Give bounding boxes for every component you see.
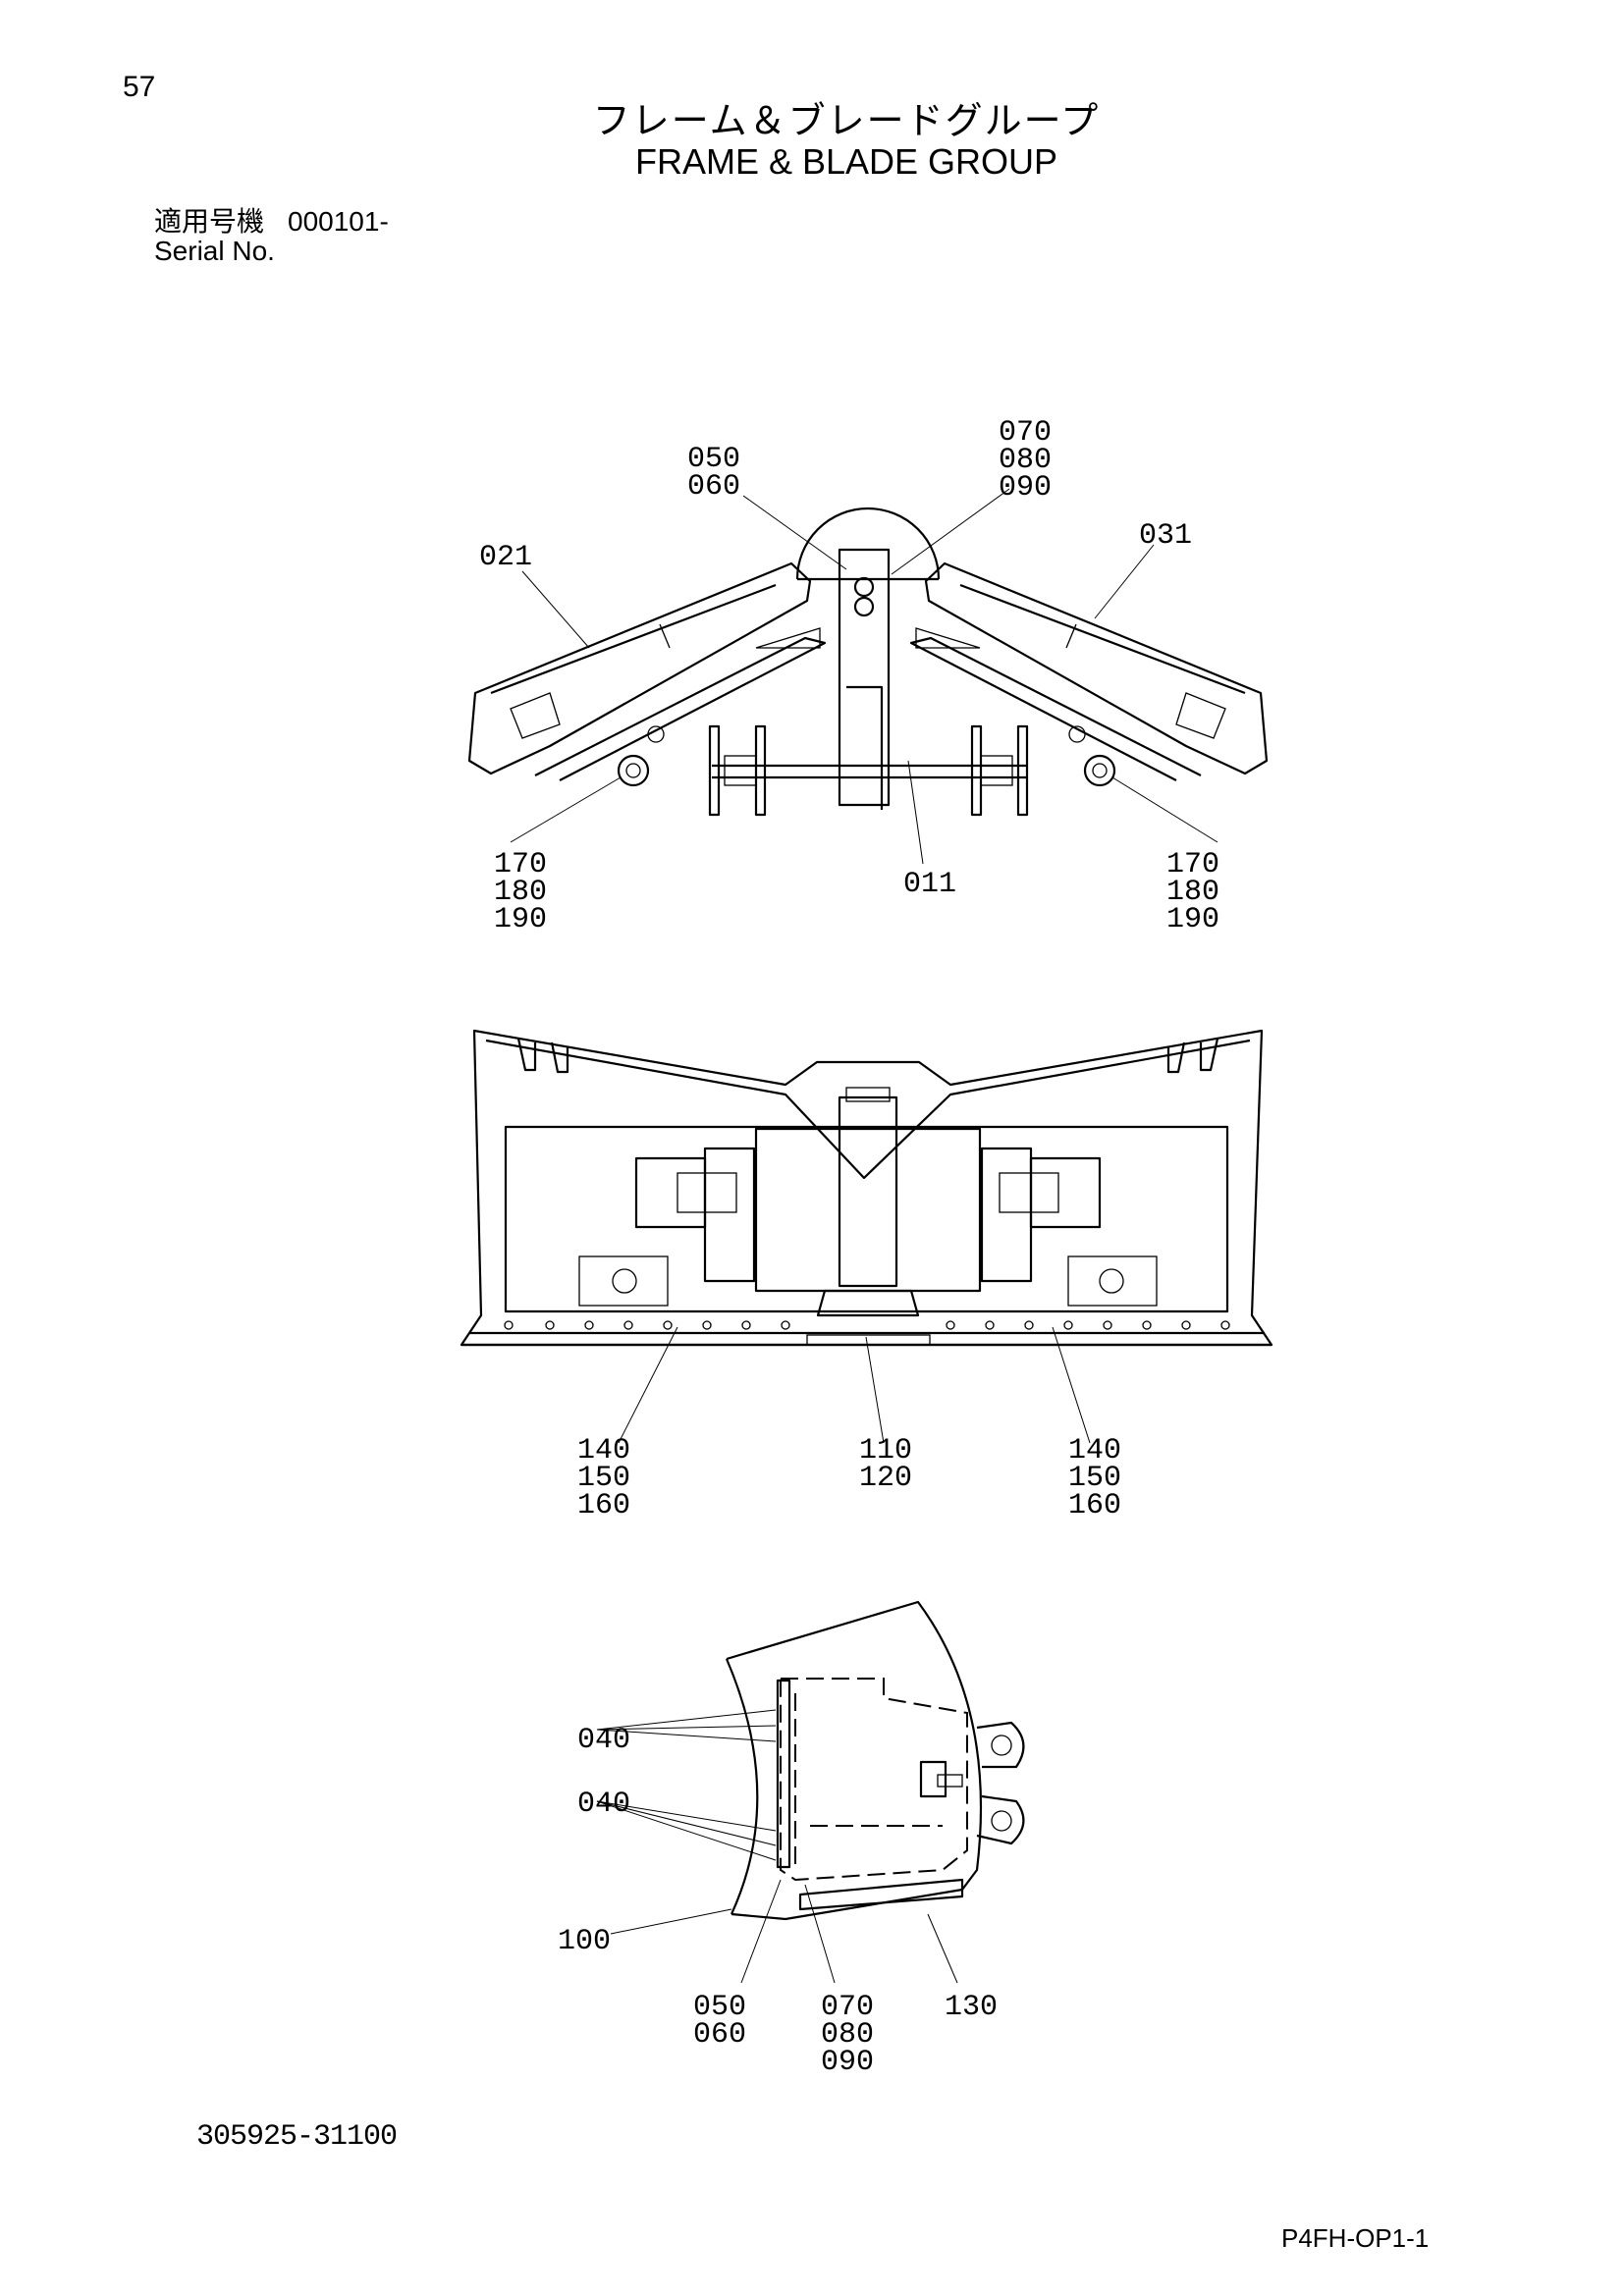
part-number-label: 080 xyxy=(999,444,1052,477)
part-number-label: 011 xyxy=(903,868,956,901)
serial-label-ja: 適用号機 xyxy=(154,205,265,238)
part-number-label: 050 xyxy=(687,443,740,476)
part-number-label: 060 xyxy=(693,2018,746,2052)
part-number-label: 150 xyxy=(1068,1462,1121,1495)
part-number-label: 040 xyxy=(577,1788,630,1821)
part-number-label: 080 xyxy=(821,2018,874,2052)
part-number-label: 150 xyxy=(577,1462,630,1495)
serial-label-en: Serial No. xyxy=(154,236,275,266)
part-number-label: 140 xyxy=(577,1434,630,1468)
part-number-label: 031 xyxy=(1139,519,1192,553)
part-number-label: 130 xyxy=(945,1991,998,2024)
part-number-label: 190 xyxy=(494,903,547,936)
part-number-label: 160 xyxy=(577,1489,630,1522)
serial-applicability: 適用号機 000101- xyxy=(154,200,389,240)
blade-side-view: 040 040 100 050 060 070 080 090 130 xyxy=(558,1600,1025,2079)
part-number-label: 110 xyxy=(859,1434,912,1468)
part-number-label: 040 xyxy=(577,1724,630,1757)
part-number-label: 070 xyxy=(821,1991,874,2024)
document-number: 305925-31100 xyxy=(196,2120,398,2154)
part-number-label: 180 xyxy=(494,876,547,909)
part-number-label: 050 xyxy=(693,1991,746,2024)
part-number-label: 190 xyxy=(1166,903,1219,936)
part-number-label: 120 xyxy=(859,1462,912,1495)
part-number-label: 100 xyxy=(558,1925,611,1958)
page-code: P4FH-OP1-1 xyxy=(1281,2223,1430,2253)
part-number-label: 140 xyxy=(1068,1434,1121,1468)
part-number-label: 070 xyxy=(999,416,1052,450)
page-number: 57 xyxy=(123,71,156,103)
part-number-label: 060 xyxy=(687,470,740,504)
blade-top-view: 050 060 070 080 090 021 031 170 180 190 … xyxy=(467,416,1269,936)
part-number-label: 160 xyxy=(1068,1489,1121,1522)
part-number-label: 021 xyxy=(479,541,532,574)
part-number-label: 090 xyxy=(821,2046,874,2079)
part-number-label: 170 xyxy=(1166,848,1219,881)
serial-value: 000101- xyxy=(288,206,389,237)
part-number-label: 090 xyxy=(999,471,1052,505)
part-number-label: 170 xyxy=(494,848,547,881)
blade-front-view: 140 150 160 110 120 140 150 160 xyxy=(460,1029,1273,1522)
title-japanese: フレーム＆ブレードグループ xyxy=(592,99,1101,142)
title-english: FRAME & BLADE GROUP xyxy=(634,141,1058,182)
part-number-label: 180 xyxy=(1166,876,1219,909)
